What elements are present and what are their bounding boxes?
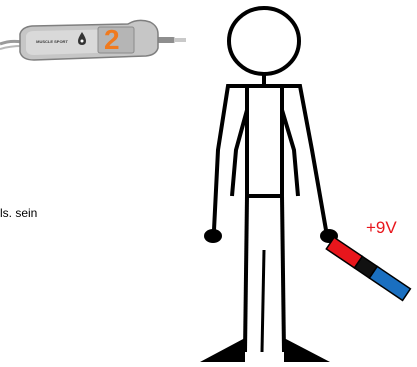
figure-right-foot [284,338,330,362]
figure-torso [247,86,282,196]
figure-leg-center [262,250,264,352]
voltage-label: +9V [366,218,397,238]
figure-left-inner-arm [232,110,247,196]
figure-left-hand [204,229,222,243]
figure-right-arm [282,86,326,230]
figure-right-inner-arm [282,110,298,196]
figure-right-leg [282,196,284,352]
battery-probe [326,237,410,300]
figure-left-arm [214,86,247,230]
figure-left-leg [245,196,247,352]
battery-negative-section [369,266,410,300]
figure-head [229,8,299,74]
figure-left-foot [200,338,245,362]
